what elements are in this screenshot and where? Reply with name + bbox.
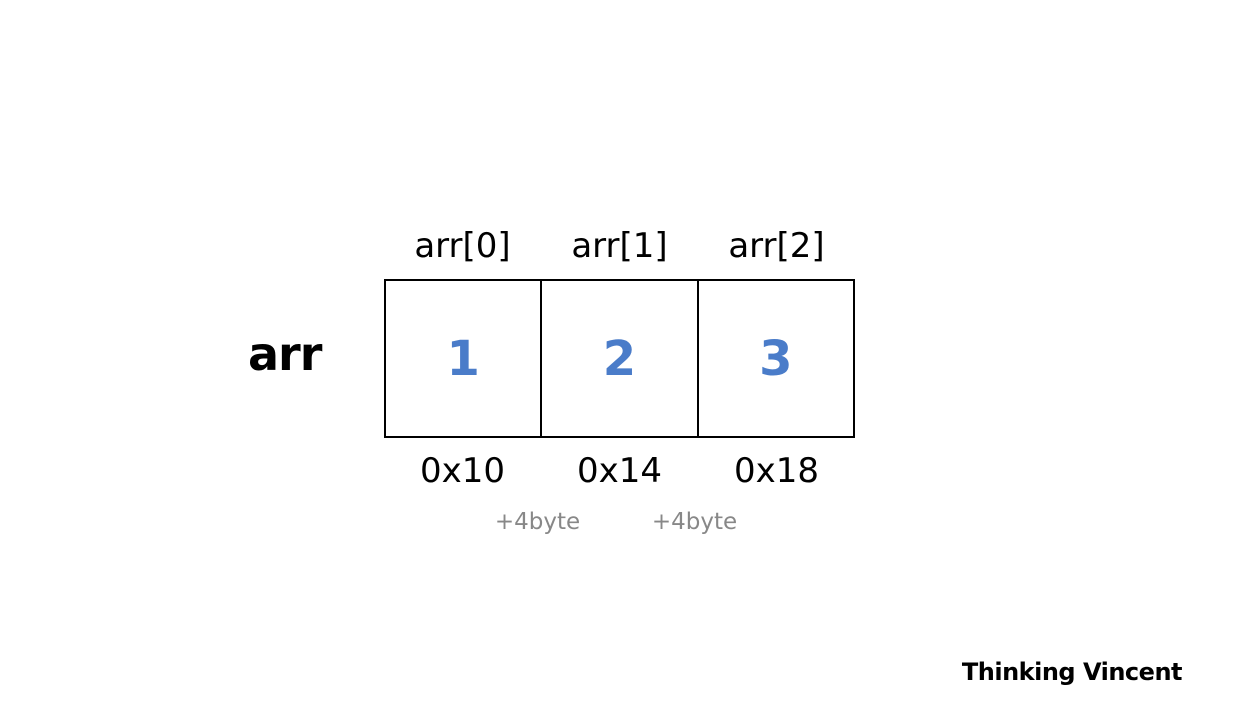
array-cell-2: 3 [696,281,853,436]
offset-label-1: +4byte [651,509,738,535]
address-label-0: 0x10 [419,451,506,491]
address-label-2: 0x18 [733,451,820,491]
array-cell-1: 2 [540,281,696,436]
index-label-0: arr[0] [414,226,511,266]
index-label-1: arr[1] [571,226,668,266]
array-cell-0: 1 [446,330,480,387]
array-name-label: arr [248,327,322,381]
array-cells: 1 2 3 [384,279,855,438]
address-label-1: 0x14 [576,451,663,491]
author-watermark: Thinking Vincent [961,658,1183,686]
offset-label-0: +4byte [494,509,581,535]
index-label-2: arr[2] [728,226,825,266]
